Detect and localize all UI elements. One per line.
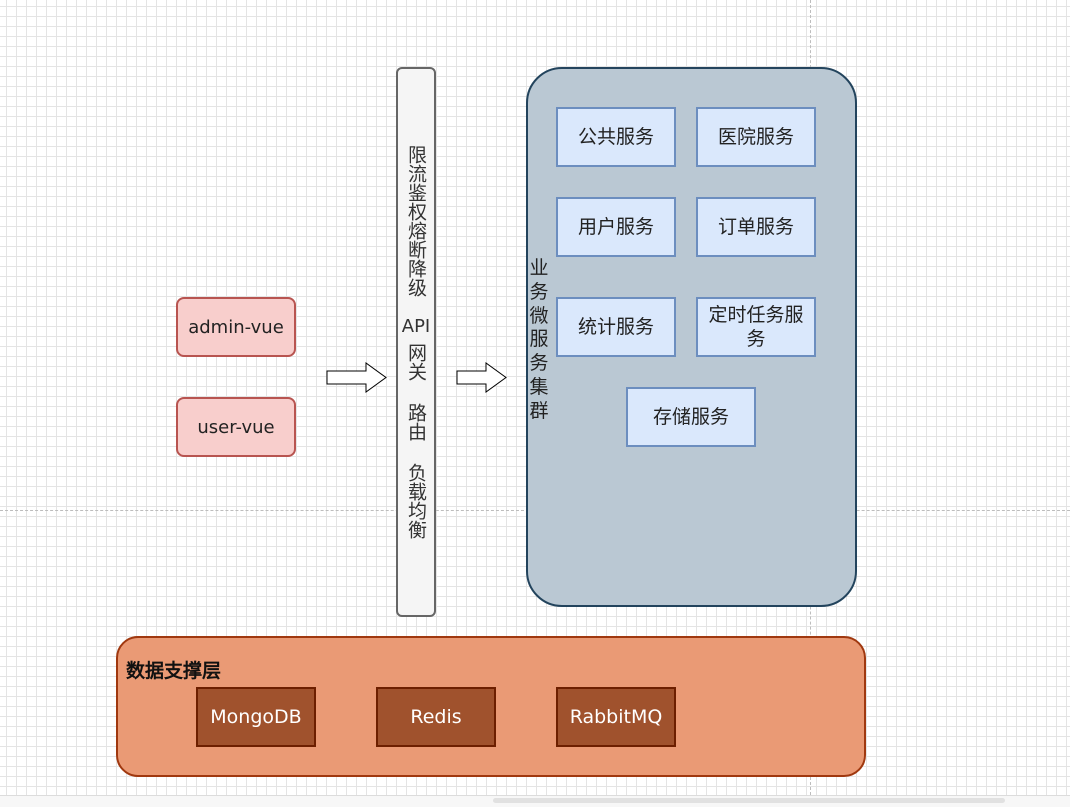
data-layer-title: 数据支撑层 (126, 660, 222, 682)
gateway-functions-text: 限流鉴权熔断降级 (405, 145, 427, 297)
client-label: user-vue (197, 416, 275, 438)
service-public[interactable]: 公共服务 (556, 107, 676, 167)
gateway-routing-text: 路由 (405, 403, 427, 441)
client-label: admin-vue (188, 316, 284, 338)
api-gateway[interactable]: 限流鉴权熔断降级 API 网关 路由 负载均衡 (396, 67, 436, 617)
client-admin-vue[interactable]: admin-vue (176, 297, 296, 357)
gateway-load-balance-text: 负载均衡 (405, 463, 427, 539)
store-label: MongoDB (210, 706, 302, 728)
service-label: 医院服务 (717, 126, 794, 148)
store-label: RabbitMQ (569, 706, 663, 728)
service-label: 公共服务 (577, 126, 654, 148)
store-mongodb[interactable]: MongoDB (196, 687, 316, 747)
gateway-cn-text: 网关 (405, 343, 427, 381)
scrollbar-thumb[interactable] (493, 798, 1005, 803)
store-redis[interactable]: Redis (376, 687, 496, 747)
service-label: 订单服务 (717, 216, 794, 238)
service-user[interactable]: 用户服务 (556, 197, 676, 257)
client-user-vue[interactable]: user-vue (176, 397, 296, 457)
service-label: 统计服务 (577, 316, 654, 338)
service-order[interactable]: 订单服务 (696, 197, 816, 257)
arrow-clients-to-gateway[interactable] (326, 362, 388, 394)
service-label: 用户服务 (577, 216, 654, 238)
service-label: 定时任务服务 (708, 304, 804, 350)
arrow-gateway-to-cluster[interactable] (456, 362, 508, 394)
service-label: 存储服务 (652, 406, 729, 428)
service-hospital[interactable]: 医院服务 (696, 107, 816, 167)
service-scheduled-task[interactable]: 定时任务服务 (696, 297, 816, 357)
service-statistics[interactable]: 统计服务 (556, 297, 676, 357)
service-storage[interactable]: 存储服务 (626, 387, 756, 447)
store-rabbitmq[interactable]: RabbitMQ (556, 687, 676, 747)
cluster-label: 业务微服务集群 (529, 257, 549, 422)
store-label: Redis (410, 706, 462, 728)
gateway-api-text: API (401, 316, 431, 337)
